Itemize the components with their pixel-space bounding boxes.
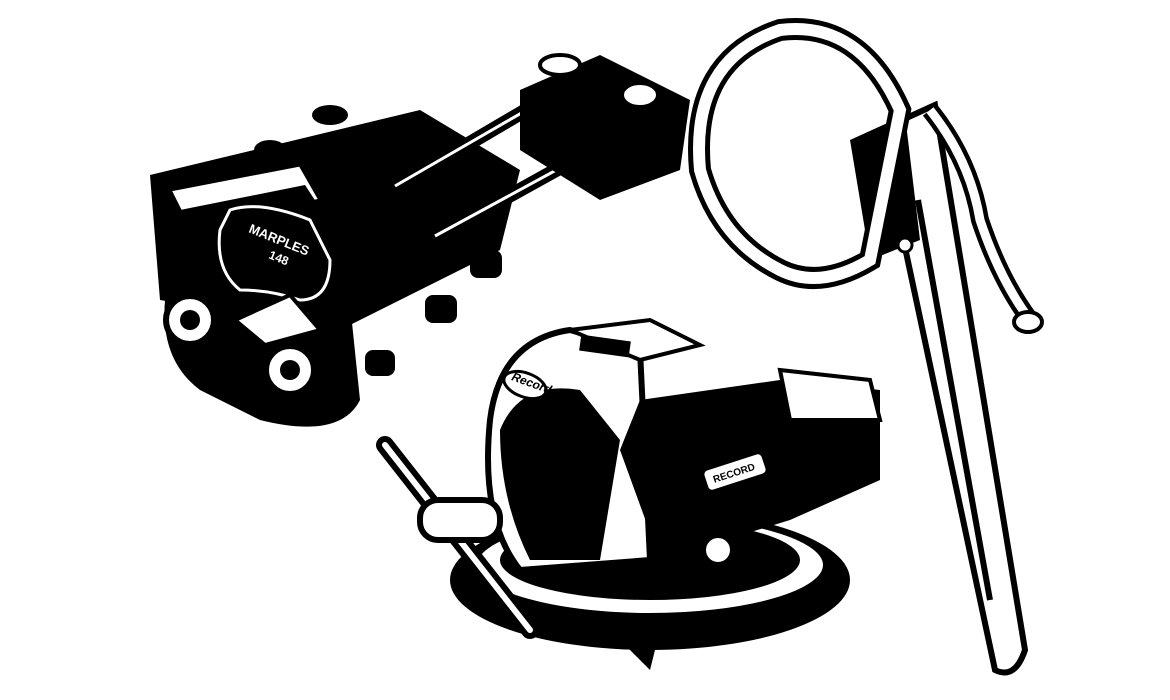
dowelling-jig: MARPLES 148 xyxy=(150,53,690,427)
chain-links xyxy=(688,18,1044,334)
bench-vise: Record RECORD xyxy=(376,317,883,670)
chain-wrench xyxy=(688,18,1044,676)
